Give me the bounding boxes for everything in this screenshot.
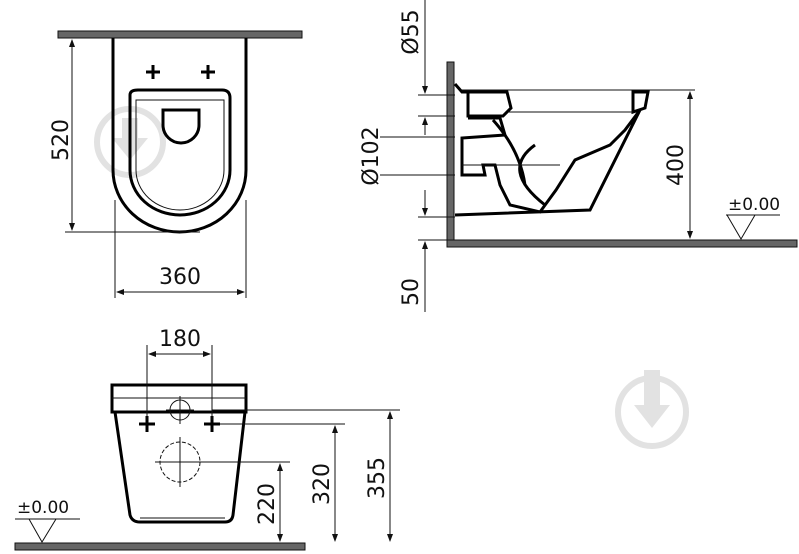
floor-hatch [14,542,306,551]
wall-hatch [446,61,455,248]
fixing-cross-icon [139,416,220,432]
fixing-cross-icon [146,65,215,79]
top-view: 520 360 [49,30,303,298]
depth-dimension: 520 [49,119,74,161]
front-view: 180 355 320 220 ±0.00 [14,327,400,551]
floor-hatch [446,239,798,248]
bowl-profile [453,83,642,217]
watermark-icon [615,370,689,449]
wall-hatch [57,30,303,39]
fixing-spacing-dimension: 180 [159,327,201,352]
body-outline [113,411,247,524]
inlet-height-dimension: 320 [310,463,335,505]
width-dimension: 360 [159,265,201,290]
seat-outline [128,88,232,217]
rim-height-dimension: 400 [664,144,689,186]
offset-dimension: 50 [399,278,424,306]
outlet-diameter-dimension: Ø102 [359,126,384,185]
lid-shape [161,108,201,145]
fixing-height-dimension: 355 [365,457,390,499]
floor-level-label: ±0.00 [728,195,780,215]
rim-outline [110,383,248,414]
outlet-height-dimension: 220 [255,483,280,525]
level-marker-icon [15,518,80,543]
floor-level-label: ±0.00 [17,498,69,518]
inlet-diameter-dimension: Ø55 [399,9,424,54]
level-marker-icon [726,214,780,240]
side-view: 400 ±0.00 Ø55 Ø102 50 [359,0,798,312]
